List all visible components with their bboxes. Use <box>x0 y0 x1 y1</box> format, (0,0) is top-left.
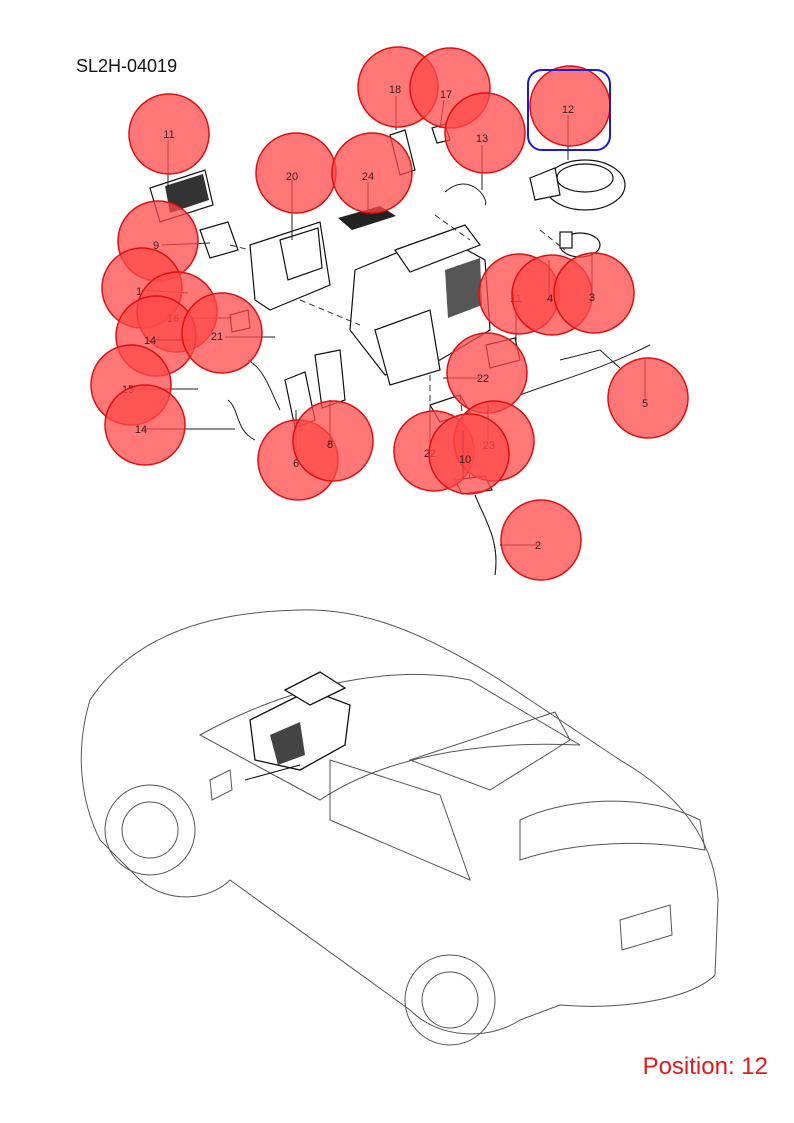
callout-label: 8 <box>327 439 333 451</box>
selected-callout-highlight <box>527 69 611 151</box>
callout-label: 14 <box>144 335 156 347</box>
callout-7[interactable]: 11 <box>128 93 210 188</box>
callout-label: 11 <box>163 129 174 141</box>
callout-8[interactable]: 8 <box>292 400 374 482</box>
diagram-code: SL2H-04019 <box>76 56 178 76</box>
callout-label: 12 <box>562 104 574 116</box>
position-readout: Position: 12 <box>642 1053 768 1080</box>
callout-10[interactable]: 10 <box>428 413 510 495</box>
callout-label: 20 <box>286 171 298 183</box>
vehicle-outline <box>80 609 719 1046</box>
callout-label: 10 <box>459 454 471 466</box>
callout-label: 24 <box>362 171 374 183</box>
callout-label: 18 <box>389 84 401 96</box>
callout-label: 9 <box>153 240 159 252</box>
callout-label: 2 <box>535 540 541 552</box>
callout-label: 6 <box>293 458 299 470</box>
hotspots: 11 20 24 18 17 13 12 9 1 16 14 21 15 14 … <box>90 46 689 581</box>
callout-label: 5 <box>642 398 648 410</box>
callout-13[interactable]: 13 <box>444 92 526 190</box>
callout-label: 14 <box>135 424 147 436</box>
callout-2[interactable]: 2 <box>500 499 582 581</box>
assembly-artwork <box>149 123 651 576</box>
callout-label: 22 <box>477 373 489 385</box>
callout-3[interactable]: 3 <box>553 252 635 334</box>
callout-21[interactable]: 21 <box>181 292 275 374</box>
callout-label: 1 <box>136 286 142 298</box>
callout-24[interactable]: 24 <box>331 132 413 214</box>
callout-12[interactable]: 12 <box>529 65 611 160</box>
callout-15[interactable]: 14 <box>104 384 235 466</box>
callout-20[interactable]: 20 <box>255 132 337 240</box>
callout-label: 4 <box>547 293 553 305</box>
callout-label: 17 <box>440 89 452 101</box>
callout-5[interactable]: 5 <box>607 357 689 439</box>
callout-label: 13 <box>476 133 488 145</box>
callout-label: 3 <box>589 292 595 304</box>
callout-label: 21 <box>211 331 223 343</box>
